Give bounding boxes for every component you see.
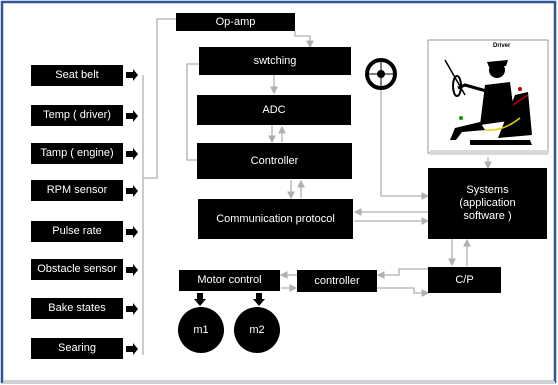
- input-arrow-7: [126, 303, 138, 315]
- input-arrow-4: [126, 185, 138, 197]
- input-obstacle-sensor: Obstacle sensor: [31, 259, 123, 280]
- steering-wheel-icon: [365, 58, 397, 90]
- input-seat-belt: Seat belt: [31, 65, 123, 86]
- cp-block: C/P: [428, 267, 501, 293]
- opamp-to-switching: [294, 31, 314, 49]
- input-steering: Searing: [31, 338, 123, 359]
- motor-arrow-2: [253, 293, 265, 306]
- wheel-to-systems: [380, 90, 430, 200]
- motor-control-block: Motor control: [179, 270, 280, 291]
- motor-arrow-1: [194, 293, 206, 306]
- controller2-to-cp: [377, 287, 430, 297]
- feedback-loop: [186, 63, 199, 161]
- input-pulse-rate: Pulse rate: [31, 221, 123, 242]
- bus-to-opamp: [143, 18, 176, 179]
- input-arrow-3: [126, 148, 138, 160]
- systems-block: Systems (application software ): [428, 168, 547, 239]
- adc-block: ADC: [197, 95, 351, 125]
- switching-block: swtching: [199, 47, 351, 75]
- input-temp-driver: Temp ( driver): [31, 105, 123, 126]
- driver-label: Driver: [493, 43, 511, 49]
- communication-protocol-block: Communication protocol: [198, 199, 353, 239]
- opamp-block: Op-amp: [176, 13, 295, 31]
- input-arrow-6: [126, 264, 138, 276]
- motor-m2: m2: [234, 307, 280, 353]
- input-rpm-sensor: RPM sensor: [31, 180, 123, 201]
- input-arrow-2: [126, 110, 138, 122]
- page-shadow: [3, 381, 555, 384]
- controller-block: Controller: [197, 143, 352, 179]
- controller2-block: controller: [297, 270, 377, 292]
- input-arrow-8: [126, 343, 138, 355]
- input-arrow-5: [126, 226, 138, 238]
- input-arrow-1: [126, 69, 138, 81]
- cp-to-controller2: [376, 268, 428, 279]
- input-temp-engine: Tamp ( engine): [31, 143, 123, 164]
- driver-illustration-icon: [427, 39, 549, 155]
- input-brake-states: Bake states: [31, 298, 123, 319]
- motor-m1: m1: [178, 307, 224, 353]
